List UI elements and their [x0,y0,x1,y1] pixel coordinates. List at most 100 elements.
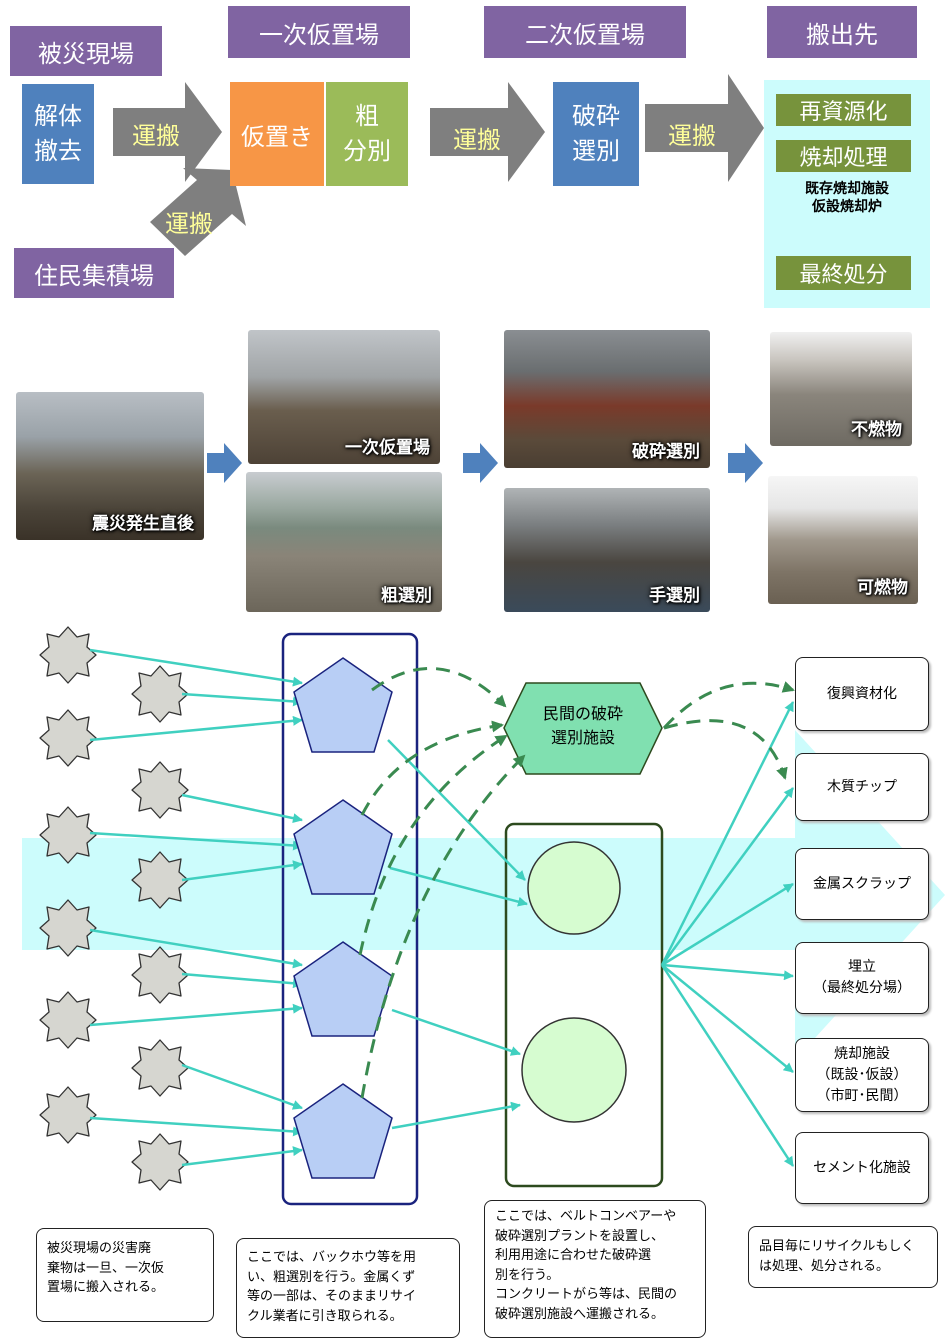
caption-hand-sort: 手選別 [649,586,700,606]
photo-noncombustible: 不燃物 [770,332,912,446]
note-secondary-line-3: 利用用途に合わせた破砕選 [495,1248,652,1263]
photo-primary-site: 一次仮置場 [248,330,440,464]
note-site-line-3: 置場に搬入される。 [47,1280,165,1295]
incineration-label: 焼却処理 [799,146,888,171]
note-destination-line-1: 品目毎にリサイクルもしく [759,1239,915,1254]
link-out-1 [660,701,795,966]
process-pentagon-3 [293,941,393,1037]
output-4-line-2: （最終処分場） [813,980,911,996]
dashed-facility-out-2 [663,719,788,780]
note-primary-line-4: クル業者に引き取られる。 [247,1308,403,1324]
link-out-5 [661,964,794,1073]
dashed-p1-facility [371,667,507,708]
demolition-box: 解体 撤去 [22,84,94,184]
temp-storage-box: 仮置き [230,82,324,186]
output-cement: セメント化施設 [795,1132,929,1204]
photo-rough-sort: 粗選別 [246,472,442,612]
link-gear5-p3 [89,1003,303,1027]
note-primary-line-2: い、粗選別を行う。金属くず [247,1269,416,1285]
process-circle-2 [521,1017,627,1123]
private-facility-label: 民間の破砕 選別施設 [504,702,662,750]
stage-secondary: 二次仮置場 [484,6,686,58]
output-landfill: 埋立 （最終処分場） [795,942,929,1014]
private-facility-line-2: 選別施設 [550,728,615,747]
crush-sort-line-2: 選別 [572,137,620,165]
note-secondary-line-2: 破砕選別プラントを設置し、 [495,1228,665,1244]
output-5-line-1: 焼却施設 [834,1045,890,1062]
rough-sort-line-2: 分別 [343,137,391,165]
debris-gear-2 [39,709,97,767]
transport-arrow-4 [645,74,764,182]
link-gear10-p3 [181,972,303,989]
dashed-p2-facility [360,720,504,816]
note-primary-line-3: 等の一部は、そのままリサイ [247,1289,417,1304]
rough-sort-box: 粗 分別 [326,82,408,186]
process-pentagon-1 [293,657,393,753]
secondary-container [504,822,664,1188]
crush-sort-box: 破砕 選別 [553,82,639,186]
output-5-line-2: （既設･仮設） [816,1066,908,1083]
stage-site: 被災現場 [10,26,162,76]
crush-sort-line-1: 破砕 [572,102,620,131]
link-gear3-p2 [89,831,303,851]
photo-hand-sort: 手選別 [504,488,710,612]
stage-primary-label: 一次仮置場 [259,20,379,49]
flow-band [22,730,945,1060]
transport-arrow-3 [430,82,545,182]
photo-arrow-2 [463,443,498,483]
note-secondary-line-6: 破砕選別施設へ運搬される。 [495,1306,665,1322]
link-gear4-p3 [89,928,303,969]
process-circle-1 [527,841,621,935]
stage-destination-label: 搬出先 [806,20,878,49]
primary-container [281,632,419,1206]
link-gear11-p4 [181,1063,303,1110]
note-secondary: ここでは、ベルトコンベアーや 破砕選別プラントを設置し、 利用用途に合わせた破砕… [484,1200,706,1338]
transport-label-4: 運搬 [668,122,716,150]
note-destination-line-2: は処理、処分される。 [759,1258,890,1274]
recycle-box: 再資源化 [776,94,911,126]
temp-storage-label: 仮置き [241,122,313,151]
link-gear12-p4 [181,1146,303,1167]
note-secondary-line-4: 別を行う。 [495,1267,560,1283]
link-gear7-p1 [181,692,303,707]
note-secondary-line-1: ここでは、ベルトコンベアーや [495,1209,677,1224]
debris-gear-7 [131,665,189,723]
debris-gear-1 [39,626,97,684]
process-pentagon-4 [293,1083,393,1179]
caption-after-disaster: 震災発生直後 [92,514,194,534]
note-secondary-line-5: コンクリートがら等は、民間の [495,1287,678,1302]
transport-label-3: 運搬 [453,126,501,154]
link-p2-c1 [389,866,528,907]
stage-secondary-label: 二次仮置場 [525,20,645,49]
process-pentagon-2 [293,799,393,895]
debris-gear-3 [39,806,97,864]
final-disposal-box: 最終処分 [776,256,911,290]
output-6-label: セメント化施設 [813,1159,911,1176]
private-facility-line-1: 民間の破砕 [542,704,623,723]
photo-combustible: 可燃物 [768,476,918,604]
rough-sort-line-1: 粗 [355,102,379,131]
photo-arrows [207,443,763,483]
link-p4-c2 [391,1101,521,1130]
recycle-label: 再資源化 [799,100,888,125]
debris-gear-8 [131,761,189,819]
photo-arrow-3 [728,443,763,483]
caption-combustible: 可燃物 [857,578,908,598]
dashed-p3-facility [358,734,508,956]
link-out-2 [660,787,795,966]
link-p3-c2 [391,1008,521,1056]
incineration-box: 焼却処理 [776,140,911,172]
link-gear6-p4 [89,1116,303,1137]
debris-gear-10 [131,946,189,1004]
note-site: 被災現場の災害廃 棄物は一旦、一次仮 置場に搬入される。 [36,1228,214,1322]
output-metal-scrap: 金属スクラップ [795,848,929,920]
transport-arrow-1 [113,82,222,182]
link-gear2-p1 [89,715,303,742]
output-wood-chips: 木質チップ [795,753,929,821]
debris-gear-9 [131,851,189,909]
caption-crush-sort: 破砕選別 [632,442,700,462]
debris-gear-6 [39,1086,97,1144]
incinerator-note-line-1: 既存焼却施設 [805,181,889,197]
demolition-line-1: 解体 [34,102,82,131]
